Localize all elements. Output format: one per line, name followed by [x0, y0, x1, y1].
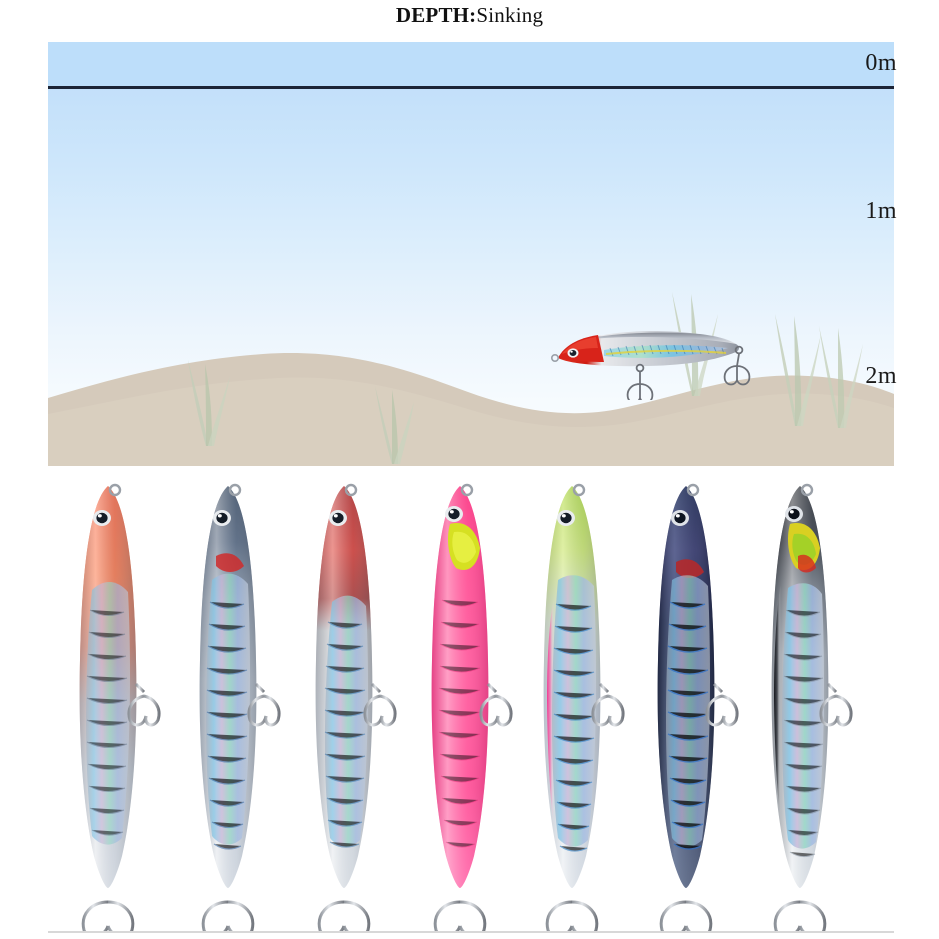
nose-split-ring-icon — [344, 483, 358, 497]
nose-split-ring-icon — [800, 483, 814, 497]
depth-tick-0m: 0m — [865, 50, 897, 76]
mid-treble-hook-icon — [247, 682, 281, 727]
list-item[interactable] — [172, 470, 284, 938]
mid-treble-hook-icon — [479, 682, 513, 727]
lure-navy-purple-holo[interactable] — [630, 470, 742, 938]
underwater-scene-panel — [48, 42, 894, 466]
lure-black-back-silver-holo[interactable] — [744, 470, 856, 938]
gill-accent — [216, 553, 244, 572]
mid-treble-hook-icon — [705, 682, 739, 727]
list-item[interactable] — [516, 470, 628, 938]
list-item[interactable] — [630, 470, 742, 938]
tail-treble-hook-icon — [433, 890, 487, 938]
nose-split-ring-icon — [108, 483, 122, 497]
depth-tick-2m: 2m — [865, 363, 897, 389]
lure-orange-red-silver[interactable] — [52, 470, 164, 938]
lure-hot-pink-chartreuse-cheek[interactable] — [404, 470, 516, 938]
gill-accent — [676, 559, 704, 578]
seaweed-icon — [375, 386, 414, 464]
depth-tick-1m: 1m — [865, 198, 897, 224]
depth-value: Sinking — [476, 3, 544, 27]
mid-treble-hook-icon — [591, 682, 625, 727]
water-surface-band — [48, 42, 894, 86]
list-item[interactable] — [404, 470, 516, 938]
seaweed-icon — [819, 326, 863, 428]
bottom-divider — [48, 931, 894, 933]
list-item[interactable] — [52, 470, 164, 938]
tail-treble-hook-icon — [81, 890, 135, 938]
lure-color-lineup — [48, 470, 894, 938]
list-item[interactable] — [744, 470, 856, 938]
nose-split-ring-icon — [460, 483, 474, 497]
water-surface-line — [48, 86, 894, 89]
nose-split-ring-icon — [228, 483, 242, 497]
tail-treble-hook-icon — [201, 890, 255, 938]
mid-treble-hook-icon — [363, 682, 397, 727]
page-title: DEPTH:Sinking — [0, 0, 939, 34]
lure-blue-grey-holo[interactable] — [172, 470, 284, 938]
tail-treble-hook-icon — [659, 890, 713, 938]
tail-treble-hook-icon — [545, 890, 599, 938]
tail-treble-hook-icon — [317, 890, 371, 938]
mid-treble-hook-icon — [127, 682, 161, 727]
depth-label: DEPTH: — [395, 3, 477, 27]
nose-split-ring-icon — [572, 483, 586, 497]
seaweed-icon — [775, 314, 821, 426]
list-item[interactable] — [288, 470, 400, 938]
lure-chartreuse-pink-holo[interactable] — [516, 470, 628, 938]
lure-crimson-red-silver[interactable] — [288, 470, 400, 938]
seaweed-icon — [188, 360, 230, 446]
scene-lure-red-head-sinking — [551, 331, 751, 400]
mid-treble-hook-icon — [819, 682, 853, 727]
tail-treble-hook-icon — [773, 890, 827, 938]
nose-split-ring-icon — [686, 483, 700, 497]
sea-floor-sand — [48, 352, 894, 466]
